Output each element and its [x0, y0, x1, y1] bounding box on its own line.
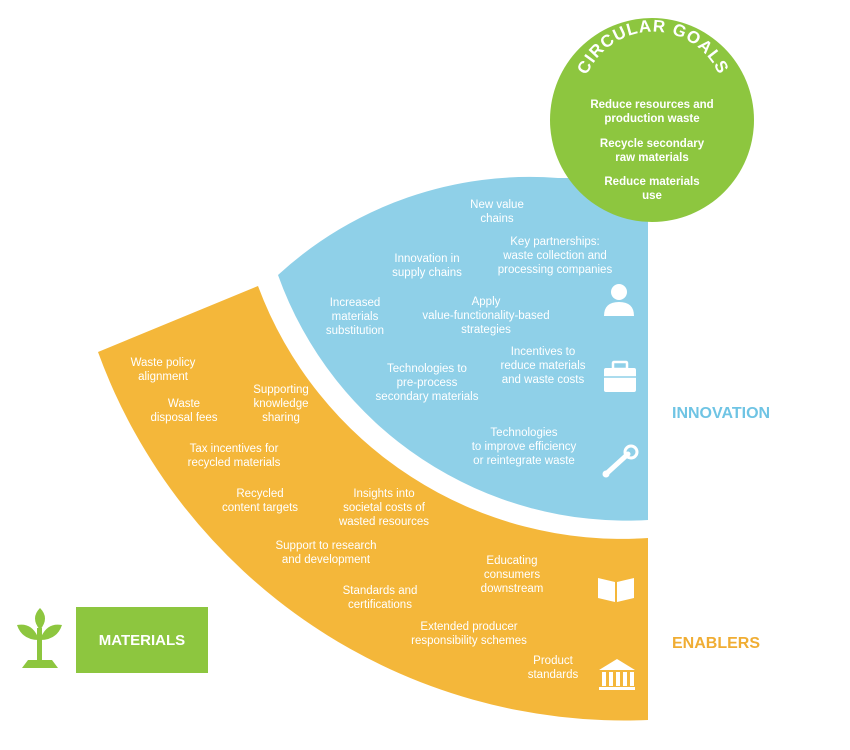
- enablers-label: ENABLERS: [672, 635, 760, 652]
- person-icon: [604, 284, 634, 316]
- plant-icon: [17, 608, 62, 668]
- innovation-band: [278, 176, 648, 521]
- circular-goals-circle: [550, 18, 754, 222]
- materials-box: MATERIALS: [76, 607, 208, 673]
- briefcase-icon: [604, 360, 636, 392]
- bank-icon: [599, 659, 635, 690]
- wrench-icon: [602, 444, 639, 478]
- enablers-band: [98, 286, 648, 721]
- innovation-label: INNOVATION: [672, 405, 770, 422]
- book-icon: [598, 578, 634, 602]
- materials-label: MATERIALS: [98, 631, 186, 649]
